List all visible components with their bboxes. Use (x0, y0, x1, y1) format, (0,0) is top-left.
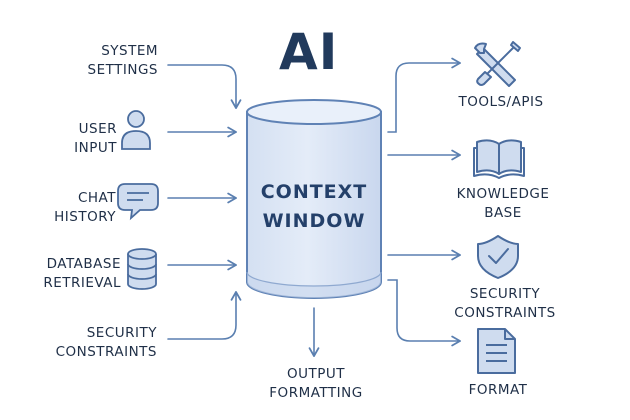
context-window-cylinder (246, 99, 382, 299)
context-window-label: CONTEXT WINDOW (261, 178, 368, 236)
tools-icon (474, 41, 521, 87)
chat-bubble-icon (117, 183, 159, 221)
output-format-label: FORMAT (468, 382, 528, 398)
input-arrows (167, 64, 242, 340)
output-arrows (308, 57, 461, 357)
output-tools-apis-label: TOOLS/APIS (458, 94, 544, 110)
output-formatting-label: OUTPUT FORMATTING (269, 366, 363, 401)
input-security-constraints-label: SECURITY CONSTRAINTS (55, 325, 157, 360)
arrow-system-settings (167, 64, 242, 109)
context-window-line2: WINDOW (262, 210, 366, 232)
shield-check-icon (477, 235, 519, 279)
database-icon (127, 248, 157, 290)
diagram-title: AI (279, 23, 339, 81)
input-database-retrieval-label: DATABASE RETRIEVAL (43, 256, 121, 291)
output-knowledge-base-label: KNOWLEDGE BASE (456, 186, 550, 221)
output-security-constraints-label: SECURITY CONSTRAINTS (454, 286, 556, 321)
context-window-line1: CONTEXT (260, 181, 368, 203)
input-user-input-label: USER INPUT (74, 121, 117, 156)
book-icon (473, 139, 525, 179)
arrow-format (387, 279, 461, 347)
document-icon (477, 328, 516, 374)
input-system-settings-label: SYSTEM SETTINGS (87, 43, 158, 78)
arrow-security-constraints-in (167, 291, 242, 340)
user-icon (121, 110, 151, 150)
input-chat-history-label: CHAT HISTORY (54, 190, 116, 225)
arrow-tools-apis (387, 57, 461, 133)
